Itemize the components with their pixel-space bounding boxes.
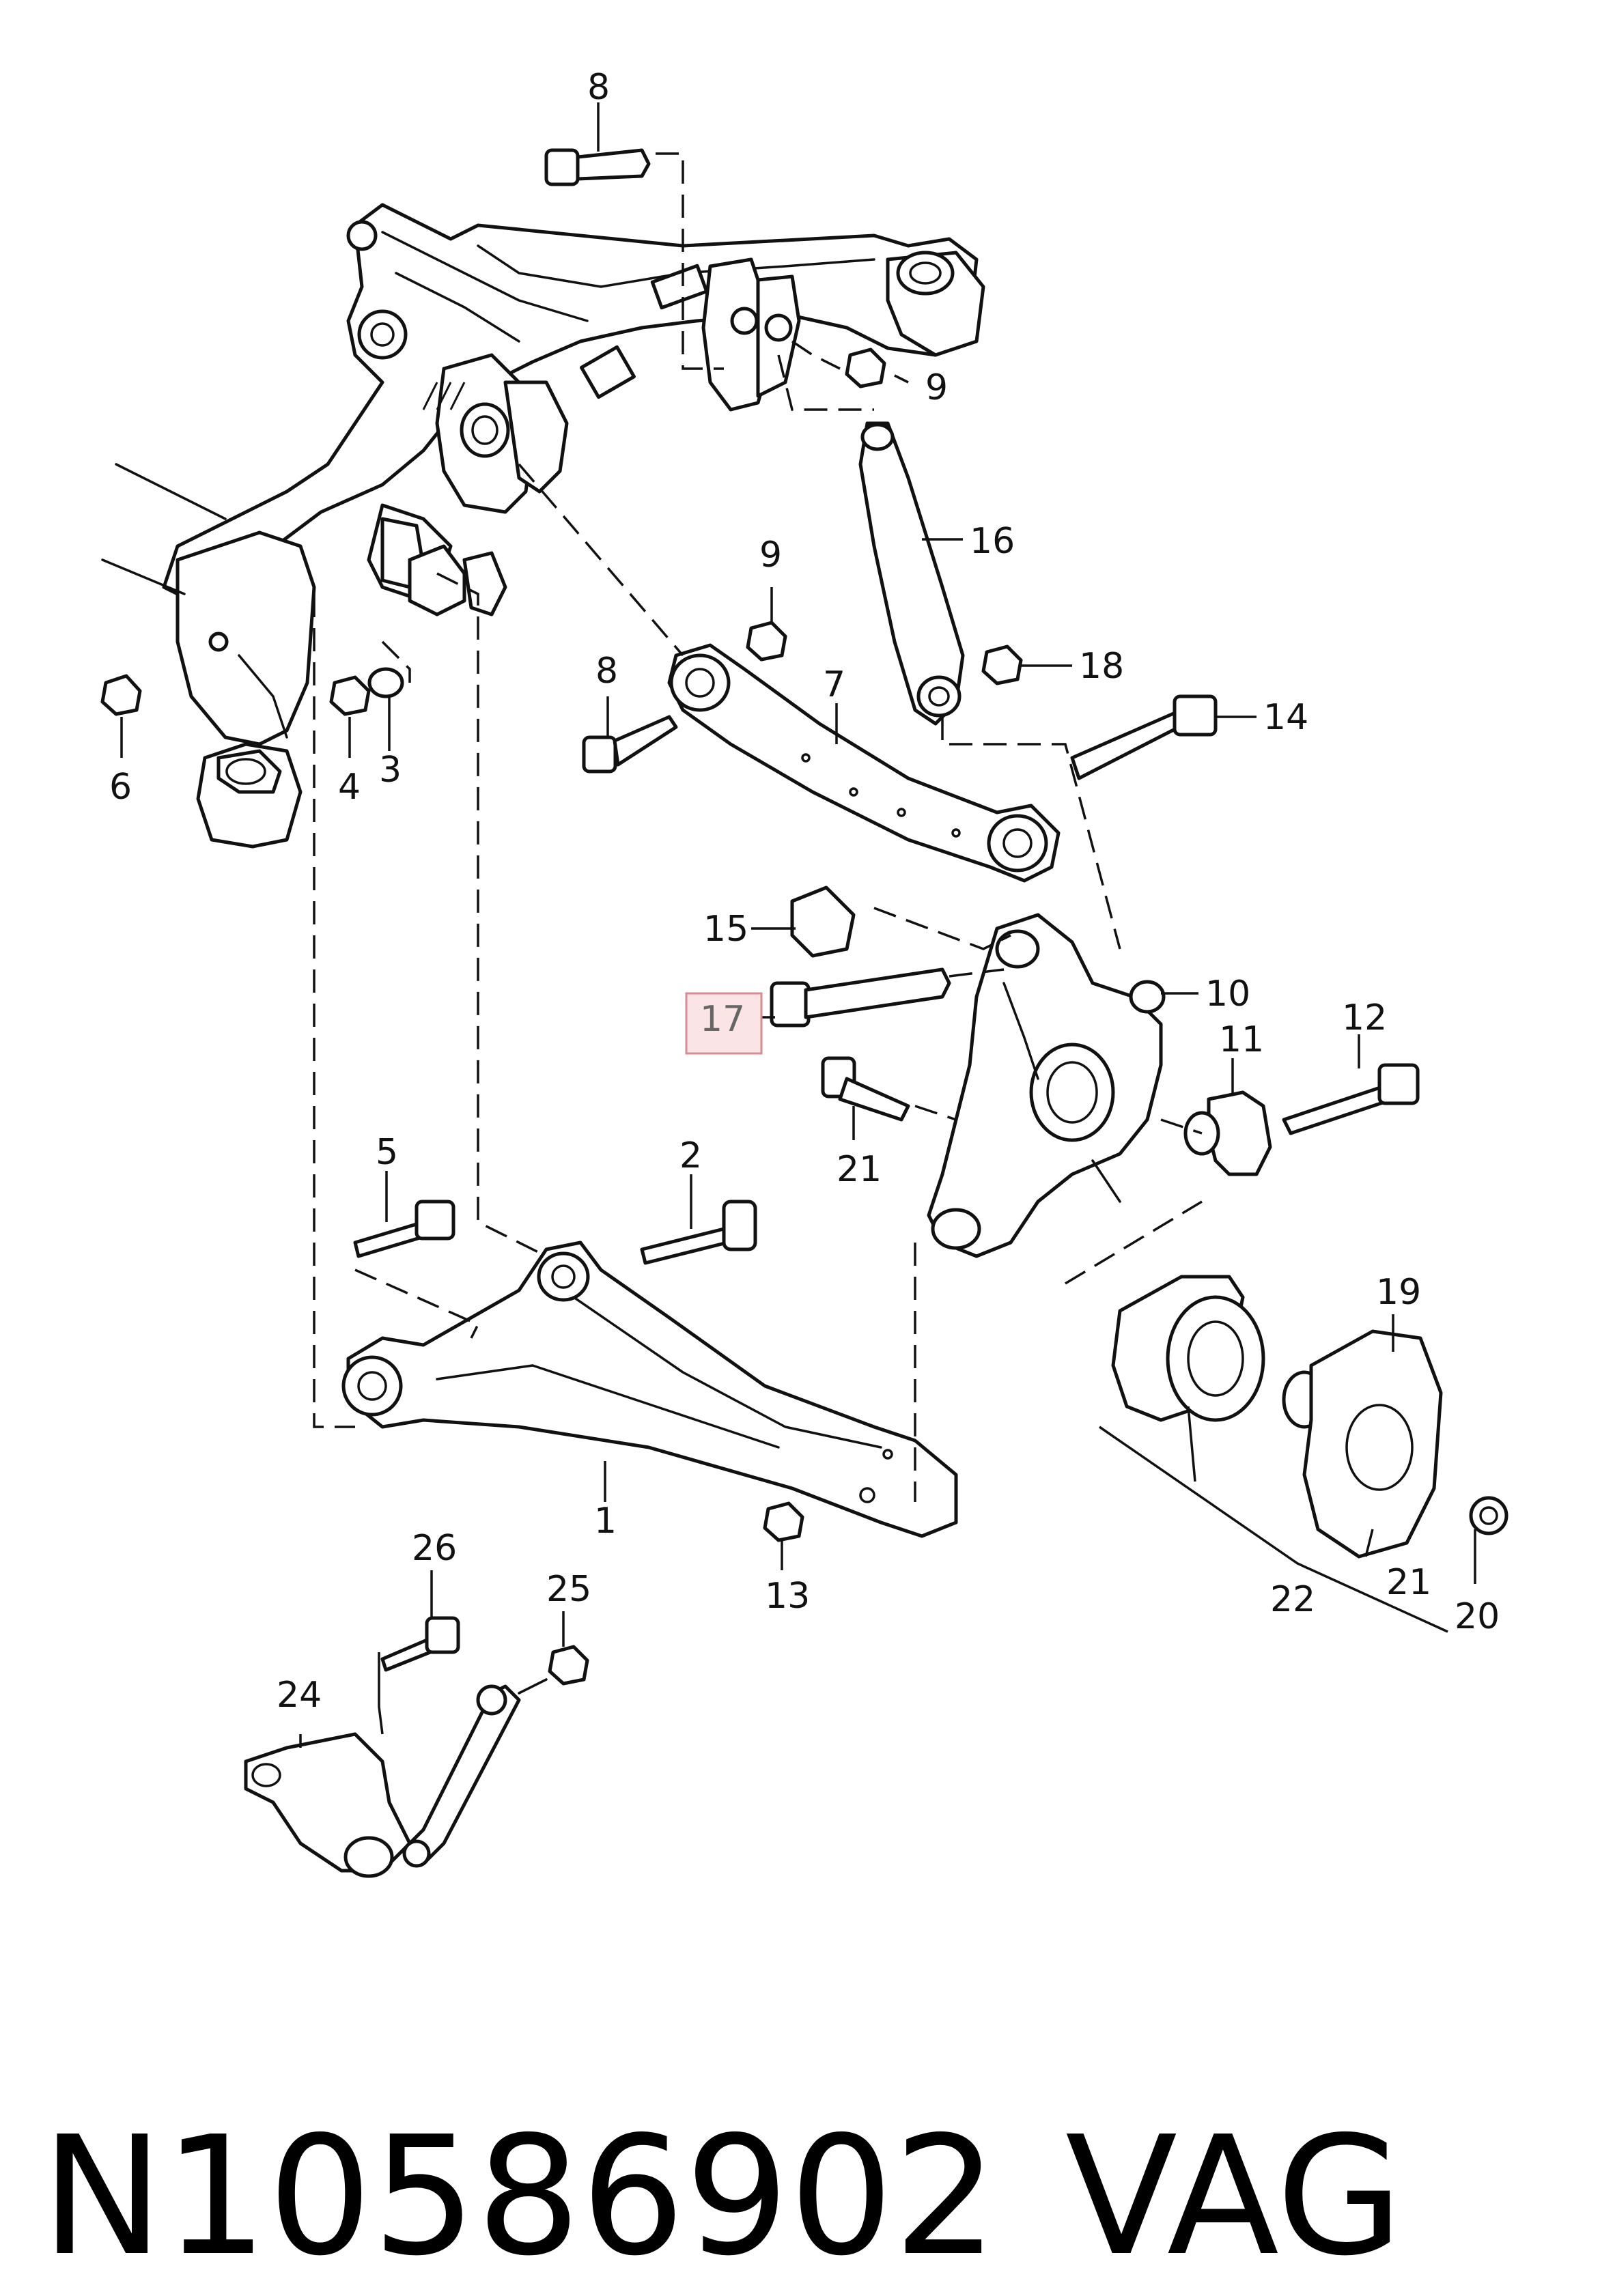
part-number: N10586902 — [41, 2101, 998, 2292]
label-7: 7 — [823, 664, 845, 705]
label-9-top: 9 — [925, 367, 948, 408]
assembly-lines — [313, 152, 1203, 1502]
part-labels: 8 9 16 9 8 7 18 14 6 4 3 15 17 10 11 12 … — [109, 67, 1500, 1716]
label-10: 10 — [1205, 974, 1250, 1015]
label-5: 5 — [376, 1132, 398, 1173]
label-6: 6 — [109, 767, 132, 808]
label-3: 3 — [379, 750, 402, 791]
label-22: 22 — [1270, 1579, 1315, 1620]
label-19: 19 — [1376, 1272, 1421, 1313]
label-16: 16 — [970, 521, 1015, 562]
label-20: 20 — [1455, 1596, 1500, 1637]
label-21-top: 21 — [837, 1149, 882, 1190]
highlight-box — [685, 992, 763, 1055]
label-9-mid: 9 — [759, 535, 782, 576]
subframe — [101, 203, 985, 849]
label-15: 15 — [703, 909, 748, 950]
label-8-mid: 8 — [595, 651, 618, 692]
wheel-bearing-hub — [1111, 1275, 1508, 1559]
label-1: 1 — [594, 1501, 617, 1542]
label-26: 26 — [412, 1528, 457, 1569]
label-14: 14 — [1263, 697, 1308, 738]
toe-link — [858, 421, 965, 726]
label-24: 24 — [277, 1675, 322, 1716]
label-12: 12 — [1342, 997, 1387, 1038]
label-13: 13 — [765, 1576, 810, 1617]
label-11: 11 — [1219, 1019, 1264, 1060]
label-4: 4 — [338, 767, 361, 808]
label-25: 25 — [546, 1569, 591, 1610]
label-2: 2 — [679, 1135, 702, 1176]
label-18: 18 — [1079, 646, 1124, 687]
leader-lines — [120, 102, 1476, 1748]
label-21-bottom: 21 — [1386, 1562, 1431, 1603]
brand-name: VAG — [1065, 2101, 1403, 2292]
label-17: 17 — [700, 999, 745, 1040]
lower-control-arm — [341, 1241, 958, 1538]
fasteners — [100, 148, 1420, 1686]
label-8-top: 8 — [587, 67, 610, 108]
level-sensor — [244, 1678, 548, 1878]
upper-control-arm — [667, 643, 1061, 883]
wheel-carrier — [927, 913, 1166, 1258]
